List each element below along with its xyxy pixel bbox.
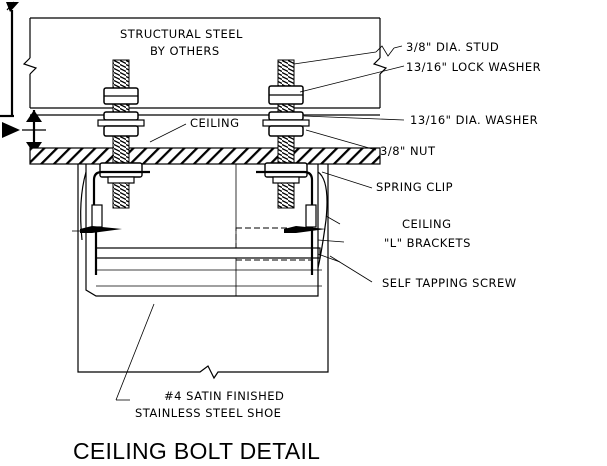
label-screw: SELF TAPPING SCREW	[382, 276, 517, 290]
label-structural-steel-line1: STRUCTURAL STEEL	[120, 27, 243, 41]
label-brackets-line1: CEILING	[402, 217, 452, 231]
label-stud: 3/8" DIA. STUD	[406, 40, 499, 54]
label-spring-clip: SPRING CLIP	[376, 180, 453, 194]
label-structural-steel-line2: BY OTHERS	[150, 44, 220, 58]
label-washer: 13/16" DIA. WASHER	[410, 113, 538, 127]
label-ceiling: CEILING	[190, 116, 240, 130]
ceiling-l-brackets	[91, 170, 317, 275]
label-nut: 3/8" NUT	[380, 144, 436, 158]
label-lock-washer: 13/16" LOCK WASHER	[406, 60, 541, 74]
self-tapping-screws	[72, 226, 326, 233]
dimension-markers	[0, 1, 46, 154]
label-shoe-line1: #4 SATIN FINISHED	[164, 389, 284, 403]
left-bolt-assembly	[97, 59, 145, 209]
label-brackets-line2: "L" BRACKETS	[384, 236, 471, 250]
stainless-steel-shoe	[77, 164, 329, 380]
leader-lines	[115, 45, 405, 401]
right-bolt-assembly	[262, 59, 310, 209]
diagram-title: CEILING BOLT DETAIL	[73, 438, 320, 464]
structural-steel-beam	[22, 17, 388, 109]
label-shoe-line2: STAINLESS STEEL SHOE	[135, 406, 281, 420]
